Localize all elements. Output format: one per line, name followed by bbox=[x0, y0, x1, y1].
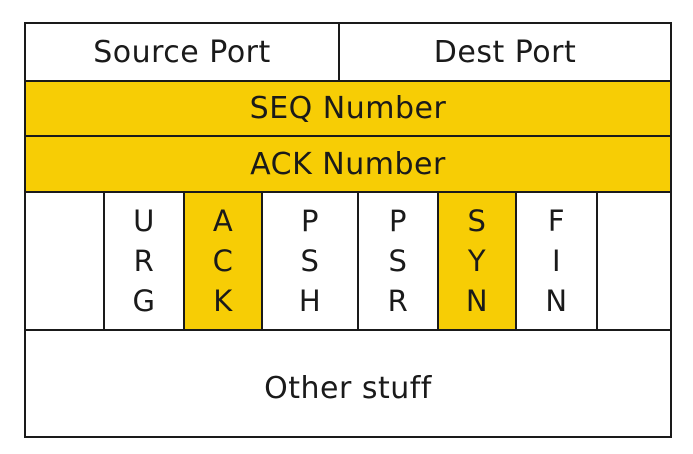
flag-syn: S Y N bbox=[439, 193, 517, 329]
flag-letter: U bbox=[133, 204, 155, 238]
flag-letter: N bbox=[465, 284, 489, 318]
dest-port-label: Dest Port bbox=[433, 34, 577, 70]
flag-letter: K bbox=[213, 284, 233, 318]
flags-reserved-right bbox=[598, 193, 670, 329]
flag-urg: U R G bbox=[105, 193, 185, 329]
other-stuff-label: Other stuff bbox=[264, 371, 432, 406]
tcp-header-diagram: Source Port Dest Port SEQ Number ACK Num… bbox=[24, 22, 672, 438]
flag-psr: P S R bbox=[359, 193, 439, 329]
seq-number-cell: SEQ Number bbox=[26, 82, 670, 135]
flag-letter: P bbox=[301, 204, 319, 238]
flag-letter: I bbox=[551, 244, 562, 278]
ack-number-cell: ACK Number bbox=[26, 137, 670, 191]
flag-fin: F I N bbox=[517, 193, 598, 329]
ports-row: Source Port Dest Port bbox=[26, 24, 670, 82]
flag-letter: S bbox=[300, 244, 320, 278]
flag-ack: A C K bbox=[185, 193, 263, 329]
flag-letter: N bbox=[545, 284, 568, 318]
flag-letter: F bbox=[547, 204, 566, 238]
flag-letter: A bbox=[212, 204, 234, 238]
flags-reserved-left bbox=[26, 193, 105, 329]
flag-letter: R bbox=[133, 244, 155, 278]
flag-letter: S bbox=[467, 204, 487, 238]
flag-letter: R bbox=[387, 284, 409, 318]
other-stuff-cell: Other stuff bbox=[26, 331, 670, 438]
seq-number-row: SEQ Number bbox=[26, 82, 670, 137]
flag-letter: C bbox=[212, 244, 234, 278]
dest-port-cell: Dest Port bbox=[340, 24, 670, 80]
flag-letter: Y bbox=[467, 244, 487, 278]
seq-number-label: SEQ Number bbox=[249, 91, 447, 126]
source-port-label: Source Port bbox=[93, 34, 271, 70]
other-stuff-row: Other stuff bbox=[26, 331, 670, 438]
ack-number-label: ACK Number bbox=[250, 146, 446, 182]
ack-number-row: ACK Number bbox=[26, 137, 670, 193]
flags-row: U R G A C K P S H P S R S Y N F I N bbox=[26, 193, 670, 331]
flag-letter: G bbox=[132, 284, 156, 318]
flag-letter: S bbox=[388, 244, 408, 278]
source-port-cell: Source Port bbox=[26, 24, 340, 80]
flag-psh: P S H bbox=[263, 193, 359, 329]
flag-letter: P bbox=[389, 204, 407, 238]
flag-letter: H bbox=[298, 284, 322, 318]
